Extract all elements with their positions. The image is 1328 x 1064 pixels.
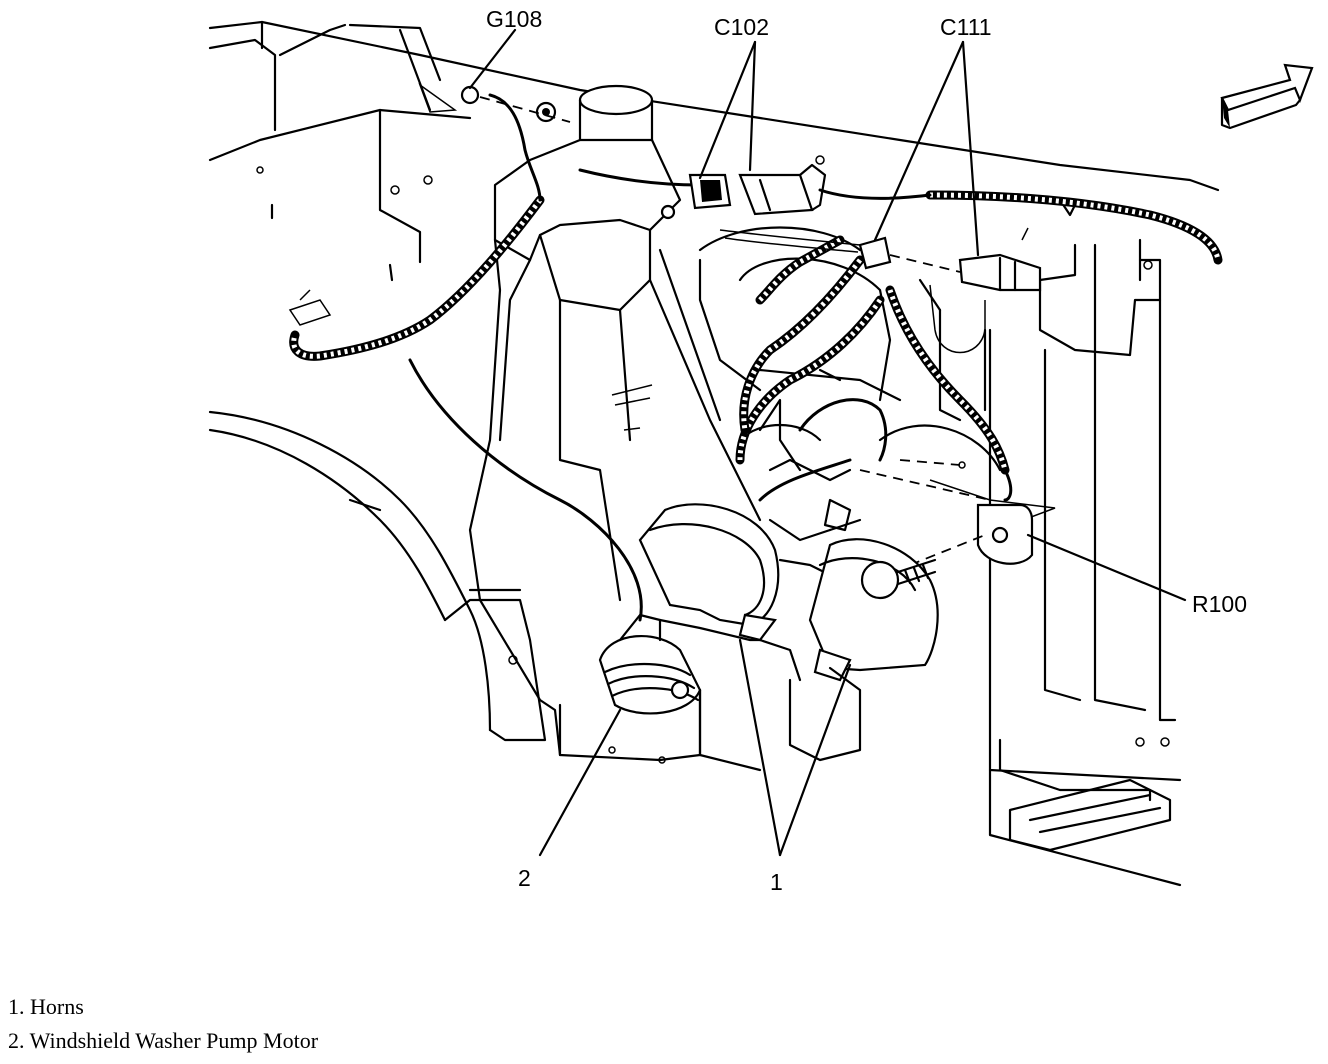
resistor-r100 <box>909 503 1034 566</box>
leader-lines <box>468 28 1187 857</box>
label-g108: G108 <box>486 6 542 32</box>
fender-panel <box>208 20 1220 282</box>
label-c102: C102 <box>714 14 769 40</box>
engine-compartment-diagram: G108 C102 C111 R100 1 2 <box>208 6 1314 895</box>
ground-g108 <box>460 85 571 123</box>
label-r100: R100 <box>1192 591 1247 617</box>
legend: 1. Horns 2. Windshield Washer Pump Motor <box>8 990 318 1058</box>
forward-arrow-icon <box>1220 63 1314 130</box>
wiring-harness <box>288 93 1223 502</box>
label-num-2: 2 <box>518 865 531 891</box>
legend-item-washer-pump-motor: 2. Windshield Washer Pump Motor <box>8 1028 319 1053</box>
connector-c111 <box>858 236 1042 292</box>
legend-item-horns: 1. Horns <box>8 994 84 1019</box>
wheel-arch <box>208 410 547 742</box>
washer-pump-motor <box>408 358 702 715</box>
connector-c102 <box>660 155 827 220</box>
horns <box>638 503 939 772</box>
washer-reservoir <box>468 84 762 764</box>
radiator-support <box>918 198 1182 887</box>
label-c111: C111 <box>940 14 992 40</box>
label-num-1: 1 <box>770 869 783 895</box>
